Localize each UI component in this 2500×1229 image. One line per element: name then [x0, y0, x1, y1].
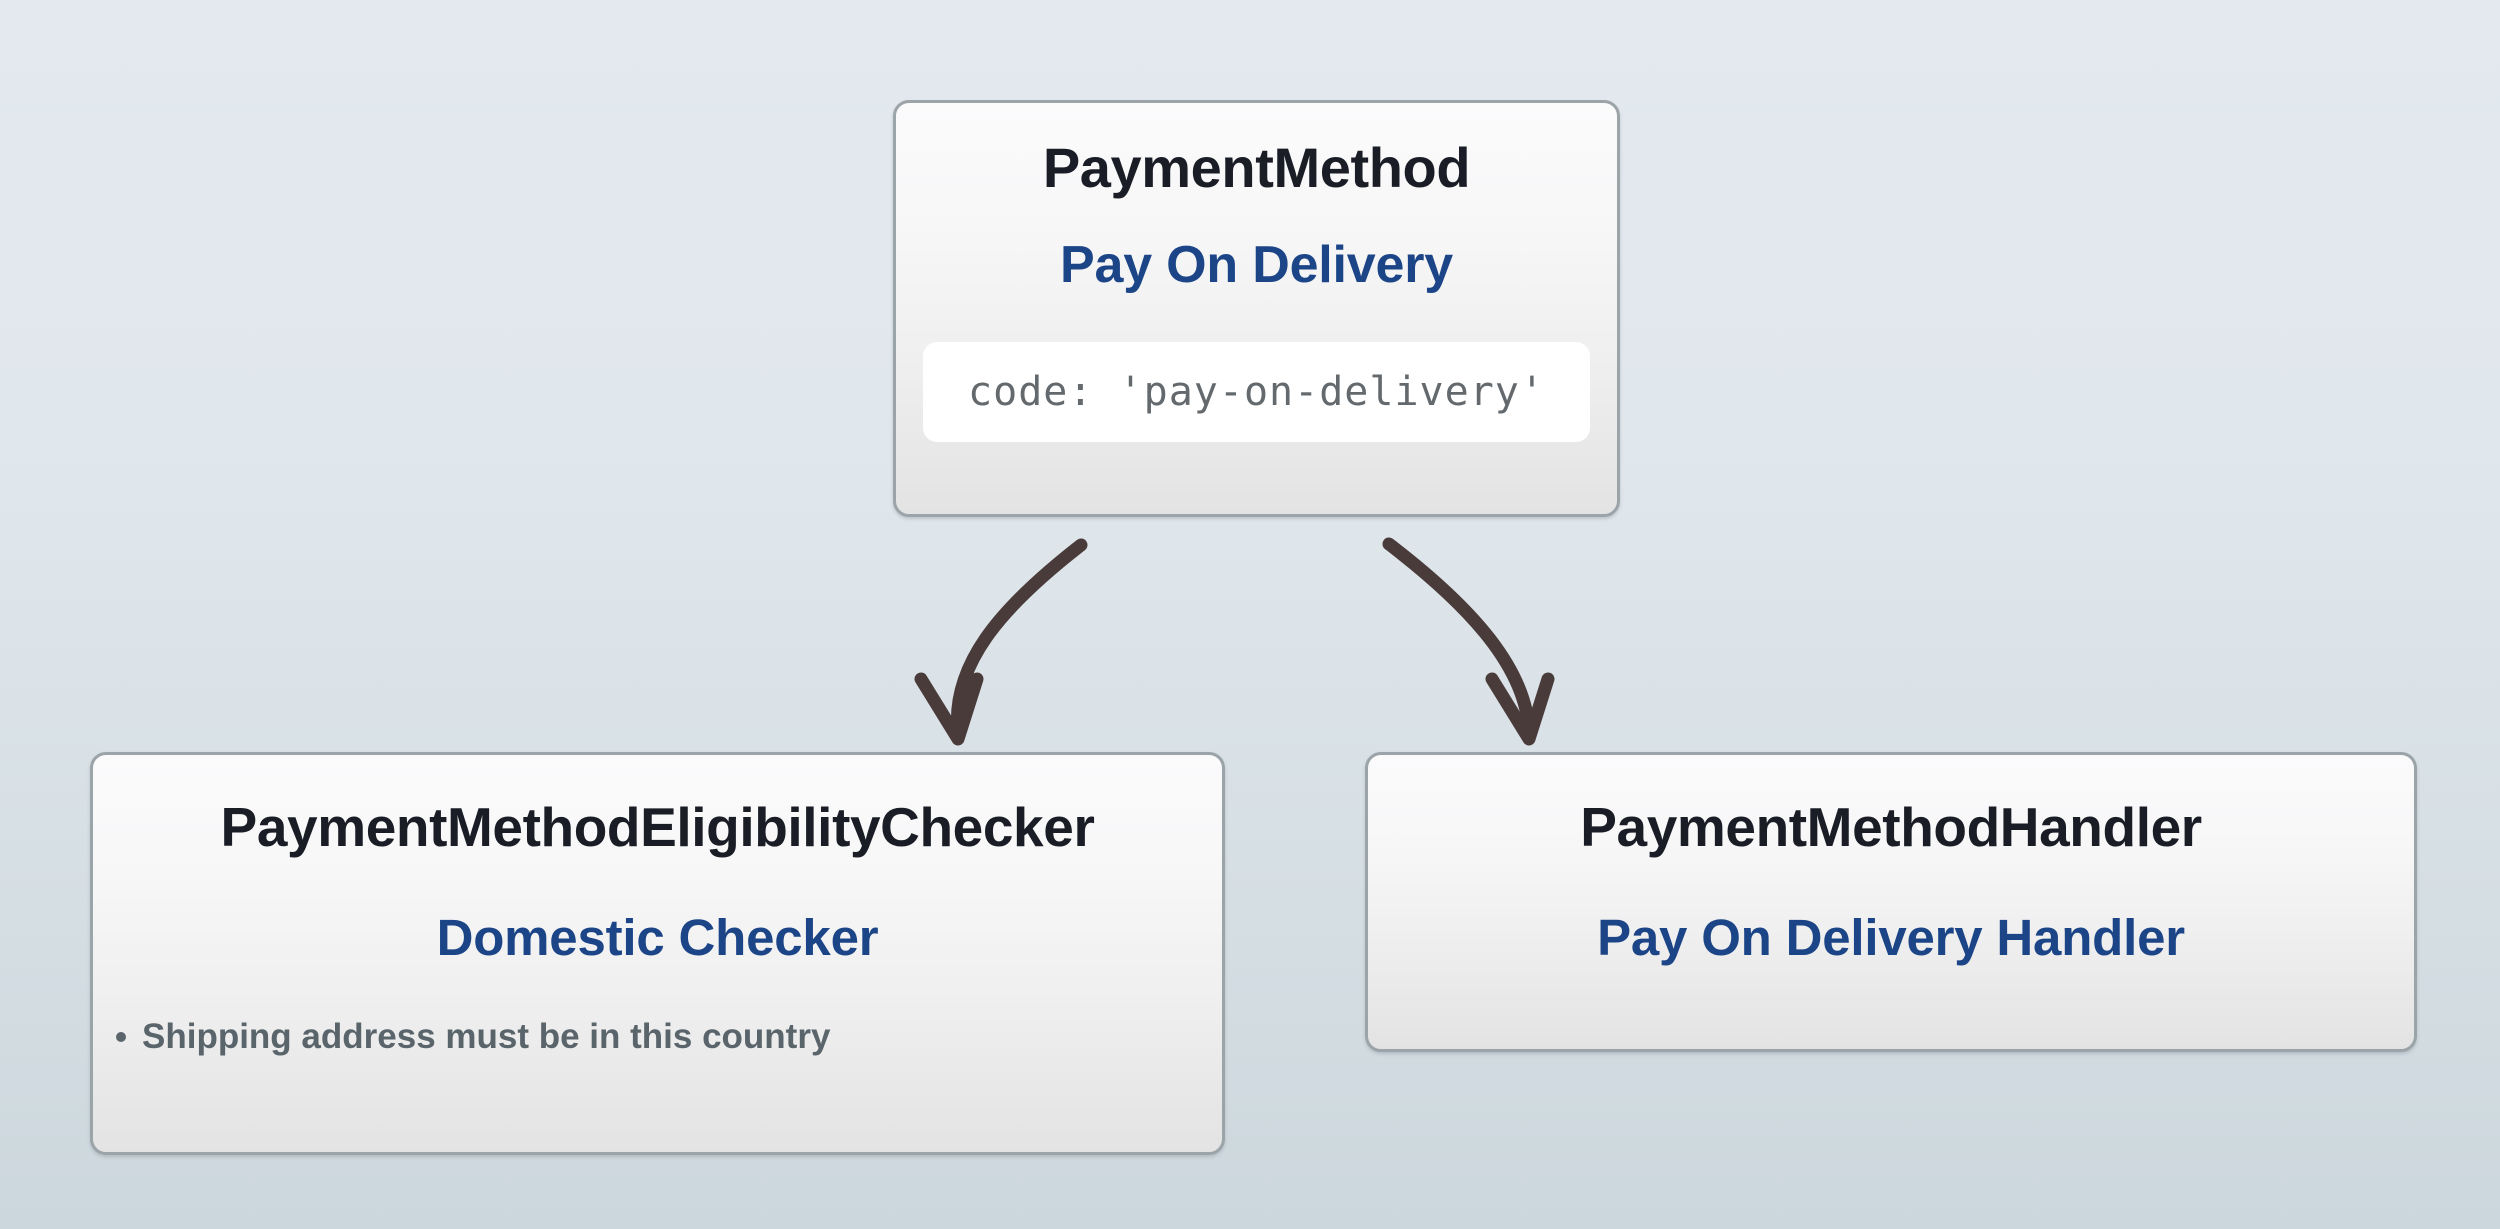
- node-eligibility-checker-criteria-list: Shipping address must be in this country: [78, 1016, 1237, 1058]
- list-item: Shipping address must be in this country: [108, 1016, 1237, 1058]
- node-payment-handler-type: PaymentMethodHandler: [1580, 796, 2202, 858]
- node-payment-method-type: PaymentMethod: [1042, 136, 1471, 199]
- arrow-to-payment-handler-head: [1485, 672, 1555, 746]
- arrow-to-eligibility-checker-curve: [950, 538, 1088, 740]
- node-payment-handler-name: Pay On Delivery Handler: [1597, 908, 2185, 966]
- node-eligibility-checker-name: Domestic Checker: [436, 908, 879, 966]
- node-eligibility-checker-type: PaymentMethodEligibilityChecker: [220, 796, 1095, 858]
- arrow-to-payment-handler-curve: [1382, 537, 1536, 740]
- node-payment-method-name: Pay On Delivery: [1060, 235, 1453, 294]
- bullet-icon: [116, 1032, 126, 1043]
- node-payment-method-code-chip: code: 'pay-on-delivery': [923, 342, 1590, 443]
- node-eligibility-checker[interactable]: PaymentMethodEligibilityChecker Domestic…: [90, 752, 1225, 1155]
- node-payment-method[interactable]: PaymentMethod Pay On Delivery code: 'pay…: [893, 100, 1620, 517]
- arrow-to-eligibility-checker-head: [914, 672, 984, 746]
- node-payment-handler[interactable]: PaymentMethodHandler Pay On Delivery Han…: [1365, 752, 2417, 1052]
- criteria-text: Shipping address must be in this country: [142, 1017, 831, 1057]
